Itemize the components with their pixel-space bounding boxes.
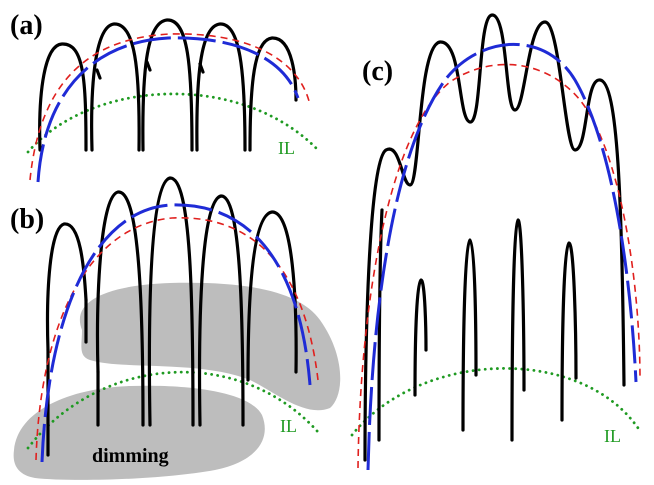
panel-c-il-label: IL [604,426,621,446]
panel-b-blue-dashed-curve [40,203,312,463]
panel-c-inner-loop-2 [461,238,478,432]
panel-b-il-curve [26,370,320,450]
panel-b-red-dashed-curve [35,217,319,461]
panel-c-outer-leg-left [377,208,384,442]
panel-b-loop-2 [95,190,145,427]
panel-c-inner-loop-4 [560,241,578,422]
panel-a-red-dashed-curve [29,33,311,181]
panel-c-inner-loop-1 [413,278,428,397]
panel-a-loop-1 [38,42,88,152]
panel-a-label: (a) [10,10,43,41]
panel-a: (a) IL [10,10,320,183]
panel-c: (c) IL [350,13,641,471]
panel-b-dimming-region-upper [79,282,341,411]
panel-b: (b) dimming IL [10,176,341,480]
panel-a-gap-mark-1 [95,68,102,80]
panel-c-label: (c) [362,56,393,87]
panel-a-gap-mark-3 [198,62,205,74]
panel-a-il-curve [26,92,320,154]
panel-b-loop-4 [197,194,245,427]
panel-a-loop-4 [195,22,247,152]
panel-b-loop-3 [147,176,195,427]
panel-a-gap-mark-2 [145,60,152,72]
panel-b-dimming-region-lower [13,385,265,480]
panel-a-loop-2 [90,22,141,152]
panel-b-label: (b) [10,204,44,235]
panel-b-loop-1 [45,222,88,352]
panel-c-red-dashed-curve [357,63,641,469]
panel-c-outer-loop [363,13,626,462]
panel-c-il-curve [350,367,640,437]
panel-b-dimming-label: dimming [92,445,169,467]
panel-a-blue-dashed-curve [36,36,300,183]
panel-a-il-label: IL [278,138,295,158]
panel-b-il-label: IL [280,416,297,436]
panel-c-inner-loop-3 [510,218,526,442]
panel-a-loop-3 [141,18,194,152]
panel-c-blue-dashed-curve [366,42,638,471]
